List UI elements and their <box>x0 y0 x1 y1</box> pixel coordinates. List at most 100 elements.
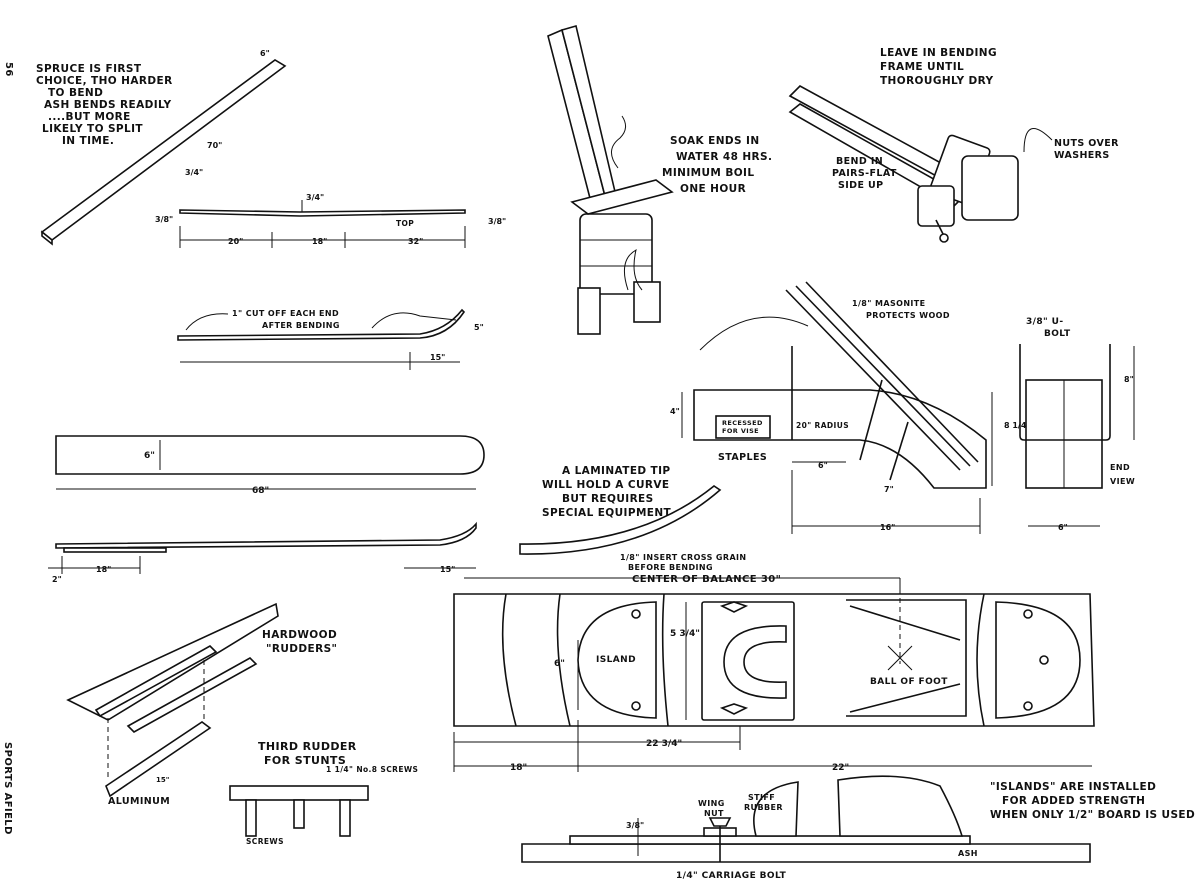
bent-profile-drawing: 1" CUT OFF EACH END AFTER BENDING 5" 15" <box>177 308 484 370</box>
end-view-drawing: 3/8" U- BOLT 8" 6" END VIEW <box>1019 317 1135 532</box>
frame-h8-dim: 8 1/4" <box>1004 421 1031 430</box>
binding-heel-cup <box>723 625 787 699</box>
blank-note: SPRUCE IS FIRST CHOICE, THO HARDER TO BE… <box>36 63 177 147</box>
magazine-name: SPORTS AFIELD <box>2 742 13 835</box>
ski-side-dim-2: 18" <box>96 565 111 574</box>
stiff-rubber-label: STIFF RUBBER <box>744 793 783 812</box>
section-ski <box>521 843 1091 863</box>
ash-label: ASH <box>958 849 978 858</box>
blank-board-drawing: SPRUCE IS FIRST CHOICE, THO HARDER TO BE… <box>36 49 287 246</box>
binding-heel-piece <box>837 775 964 837</box>
section-height-dim: 3/8" <box>626 821 644 830</box>
bent-rise-dim: 5" <box>474 323 484 332</box>
end-view-width-dim: 6" <box>1058 523 1068 532</box>
taper-profile-drawing: 3/4" 3/8" 3/8" TOP 20" 18" 32" <box>155 193 506 248</box>
screw-icon <box>1023 609 1033 619</box>
bending-frame <box>693 389 987 489</box>
ski-plan-length-dim: 68" <box>252 486 269 496</box>
soak-lid <box>570 179 674 215</box>
staples-label: STAPLES <box>718 452 767 463</box>
taper-center-dim: 3/4" <box>306 193 324 202</box>
rudders-title: HARDWOOD "RUDDERS" <box>262 629 341 655</box>
vise-handle-knob <box>939 233 949 243</box>
screw-icon <box>631 609 641 619</box>
wing-nut-label: WING NUT <box>698 799 728 818</box>
laminated-insert-note: 1/8" INSERT CROSS GRAIN BEFORE BENDING <box>620 553 750 572</box>
binding-plate <box>701 601 795 721</box>
ball-of-foot-mark <box>887 645 913 671</box>
bent-length-dim: 15" <box>430 353 445 362</box>
screw-icon <box>1039 655 1049 665</box>
bending-frame-drawing: RECESSED FOR VISE 1/8" MASONITE PROTECTS… <box>670 281 1031 534</box>
ski-side <box>55 521 477 549</box>
end-view-height-dim: 8" <box>1124 375 1134 384</box>
screw-icon <box>631 701 641 711</box>
steam-icon <box>611 115 626 169</box>
frame-curve-arrow <box>699 316 809 351</box>
third-rudder-screw-post <box>339 799 351 837</box>
taper-board <box>179 209 466 217</box>
third-rudder-fin <box>293 799 305 829</box>
third-rudder-drawing: THIRD RUDDER FOR STUNTS SCREWS 1 1/4" No… <box>229 740 418 846</box>
balance-label: CENTER OF BALANCE 30" <box>632 574 781 585</box>
rudder-2 <box>126 657 258 733</box>
third-rudder-title: THIRD RUDDER FOR STUNTS <box>258 740 361 767</box>
laminated-tip-drawing: A LAMINATED TIP WILL HOLD A CURVE BUT RE… <box>519 465 750 572</box>
soak-barrel <box>579 213 653 295</box>
masonite-note: 1/8" MASONITE PROTECTS WOOD <box>852 299 950 320</box>
taper-dim-2: 18" <box>312 237 327 246</box>
ski-plan-drawing: 6" 68" <box>55 435 485 496</box>
dry-note: LEAVE IN BENDING FRAME UNTIL THOROUGHLY … <box>880 47 1001 87</box>
radius-label: 20" RADIUS <box>796 421 849 430</box>
binding-dim-22: 22" <box>832 763 849 773</box>
blank-length-dim: 70" <box>207 141 222 150</box>
u-bolt <box>1019 344 1111 441</box>
frame-h4-dim: 4" <box>670 407 680 416</box>
taper-dim-3: 32" <box>408 237 423 246</box>
rudder-1 <box>94 645 218 718</box>
dry-vise-jaw <box>917 185 955 227</box>
third-rudder-screw-post <box>245 799 257 837</box>
blank-width-dim: 6" <box>260 49 270 58</box>
rudders-drawing: HARDWOOD "RUDDERS" ALUMINUM 15" <box>66 602 341 807</box>
rudder-ski <box>66 602 279 721</box>
taper-right-dim: 3/8" <box>488 217 506 226</box>
page-number: 56 <box>3 62 14 77</box>
ski-side-rudder <box>63 547 167 553</box>
island-label: ISLAND <box>596 655 636 665</box>
blank-board-edge <box>41 230 53 246</box>
wing-nut-icon <box>708 817 732 827</box>
recessed-label: RECESSED FOR VISE <box>722 419 765 435</box>
ubolt-note: 3/8" U- BOLT <box>1026 317 1071 339</box>
blank-thickness-dim: 3/4" <box>185 168 203 177</box>
aluminum-rudder <box>105 721 212 798</box>
aluminum-width-dim: 15" <box>156 776 169 784</box>
frame-w6-dim: 6" <box>818 461 828 470</box>
frame-w16-dim: 16" <box>880 523 895 532</box>
nuts-arrow <box>1023 128 1053 153</box>
screws-label: SCREWS <box>246 837 284 846</box>
frame-w7-dim: 7" <box>884 485 894 494</box>
screw-icon <box>1023 701 1033 711</box>
taper-top-label: TOP <box>396 219 414 228</box>
dry-nuts-note: NUTS OVER WASHERS <box>1054 138 1123 161</box>
binding-dim-22-3: 22 3/4" <box>646 739 682 749</box>
aluminum-label: ALUMINUM <box>108 796 170 807</box>
dry-drawing: LEAVE IN BENDING FRAME UNTIL THOROUGHLY … <box>788 47 1123 243</box>
island-right <box>995 601 1081 719</box>
binding-section-drawing: WING NUT STIFF RUBBER ASH 1/4" CARRIAGE … <box>521 775 1195 881</box>
stiff-rubber-piece <box>753 781 799 837</box>
taper-dim-1: 20" <box>228 237 243 246</box>
dry-bend-note: BEND IN PAIRS-FLAT SIDE UP <box>832 156 900 191</box>
bent-note: 1" CUT OFF EACH END AFTER BENDING <box>232 309 342 330</box>
bent-board <box>177 308 466 341</box>
section-island <box>569 835 971 845</box>
binding-plan-drawing: CENTER OF BALANCE 30" ISLAND BALL OF FOO… <box>453 574 1095 773</box>
ski-plan-width-dim: 6" <box>144 451 155 461</box>
dry-vise <box>961 155 1019 221</box>
ball-of-foot-label: BALL OF FOOT <box>870 677 948 687</box>
wing-nut-icon <box>719 601 749 613</box>
soak-drawing: SOAK ENDS IN WATER 48 HRS. MINIMUM BOIL … <box>547 25 772 335</box>
